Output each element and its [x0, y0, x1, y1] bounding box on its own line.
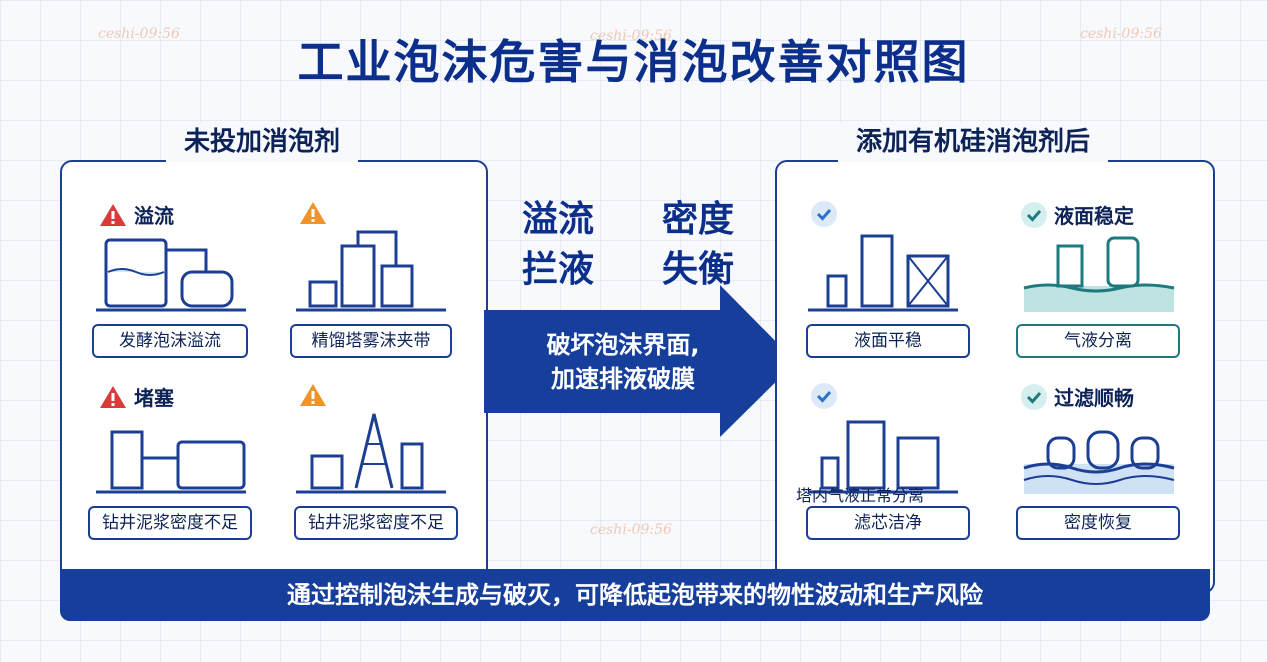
- sub-caption: 塔内气液正常分离: [796, 486, 925, 505]
- right-item-density-restored: 过滤顺畅 密度恢复: [998, 360, 1188, 540]
- warning-red-icon: [100, 203, 126, 226]
- check-teal-icon: [1021, 201, 1047, 228]
- left-item-drilling-rig: 钻井泥浆密度不足: [276, 360, 466, 540]
- arrow-text-line-2: 加速排液破膜: [551, 365, 695, 393]
- density-tanks-illustration: [1023, 430, 1175, 494]
- check-teal-icon: [1021, 383, 1047, 410]
- check-blue-icon: [811, 383, 837, 409]
- right-panel-title: 添加有机硅消泡剂后: [838, 122, 1109, 162]
- arrow-text: 破坏泡沫界面, 加速排液破膜: [508, 328, 738, 396]
- drilling-rig-illustration: [296, 413, 446, 494]
- warning-orange-icon: [300, 202, 326, 224]
- caption: 滤芯洁净: [806, 506, 970, 540]
- caption: 钻井泥浆密度不足: [88, 506, 252, 540]
- left-item-distillation: 精馏塔雾沫夹带: [276, 178, 466, 358]
- process-arrow: [484, 285, 796, 437]
- left-item-overflow: 溢流 发酵泡沫溢流: [76, 178, 266, 358]
- watermark: ceshi-09:56: [98, 26, 180, 42]
- bottom-banner: 通过控制泡沫生成与破灭，可降低起泡带来的物性波动和生产风险: [60, 569, 1210, 621]
- mid-word-flooding: 拦液: [522, 249, 595, 290]
- left-panel-title: 未投加消泡剂: [166, 122, 359, 162]
- mid-word-density: 密度: [662, 199, 735, 240]
- warning-orange-icon: [300, 384, 326, 406]
- distillation-column-illustration: [296, 230, 446, 312]
- warning-red-icon: [100, 385, 126, 408]
- item-label: 过滤顺畅: [1054, 386, 1134, 410]
- watermark: ceshi-09:56: [590, 28, 672, 44]
- item-label: 堵塞: [134, 386, 174, 410]
- right-item-clean-filter: 滤芯洁净: [788, 360, 978, 540]
- caption: 液面平稳: [806, 324, 970, 358]
- page-title: 工业泡沫危害与消泡改善对照图: [297, 35, 970, 89]
- item-label: 液面稳定: [1054, 204, 1134, 228]
- right-item-gas-liquid: 液面稳定 气液分离: [998, 178, 1188, 358]
- caption: 发酵泡沫溢流: [92, 324, 248, 358]
- caption: 精馏塔雾沫夹带: [290, 324, 452, 358]
- caption: 钻井泥浆密度不足: [294, 506, 458, 540]
- caption: 气液分离: [1016, 324, 1180, 358]
- watermark: ceshi-09:56: [590, 522, 672, 538]
- fermentation-tank-illustration: [96, 238, 246, 312]
- right-item-stable-level: 液面平稳: [788, 178, 978, 358]
- mid-word-imbalance: 失衡: [662, 249, 735, 290]
- arrow-text-line-1: 破坏泡沫界面,: [546, 331, 700, 359]
- stable-plant-illustration: [808, 234, 958, 312]
- separator-illustration: [1023, 236, 1175, 312]
- watermark: ceshi-09:56: [1080, 26, 1162, 42]
- left-item-blockage: 堵塞 钻井泥浆密度不足: [76, 360, 266, 540]
- filter-column-illustration: [808, 420, 958, 494]
- drilling-equipment-illustration: [96, 430, 246, 494]
- caption: 密度恢复: [1016, 506, 1180, 540]
- mid-word-overflow: 溢流: [522, 199, 595, 240]
- item-label: 溢流: [134, 204, 174, 228]
- check-blue-icon: [811, 201, 837, 227]
